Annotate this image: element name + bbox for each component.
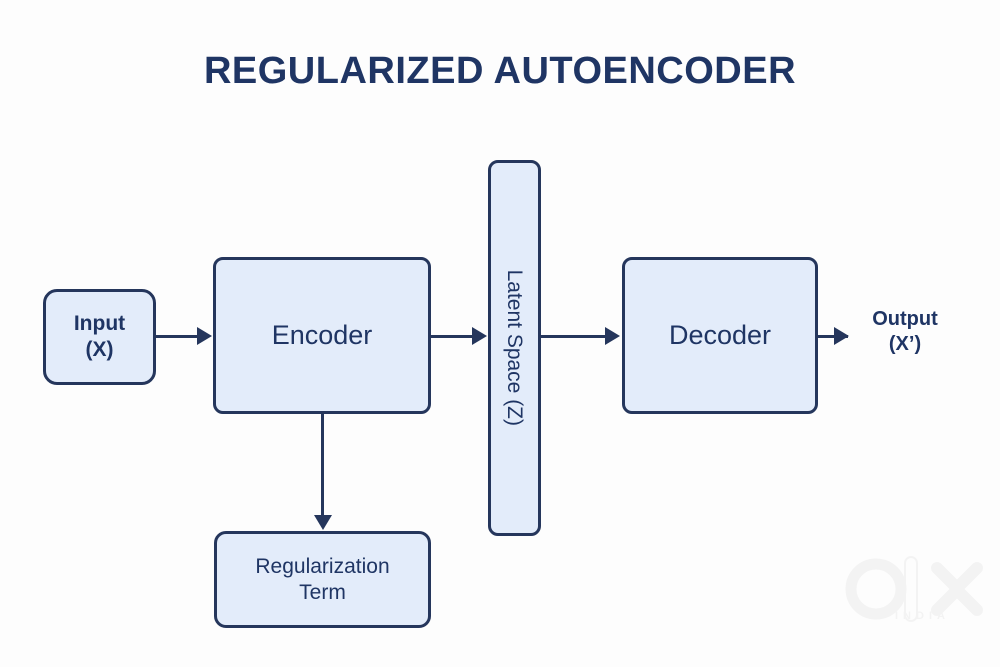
- arrow-right-icon: [834, 327, 849, 345]
- node-output-label: Output (X’): [850, 307, 960, 357]
- node-input-line1: Input: [73, 312, 126, 336]
- connector-line: [156, 335, 199, 338]
- arrow-right-icon: [605, 327, 620, 345]
- node-output-line1: Output: [872, 308, 938, 330]
- arrow-right-icon: [472, 327, 487, 345]
- arrow-down-icon: [314, 515, 332, 530]
- node-regularization-term-label: Regularization Term: [255, 554, 389, 605]
- olx-logo-icon: [845, 556, 983, 622]
- node-regularization-term-line1: Regularization: [255, 554, 390, 578]
- olx-watermark-sub: INDIA: [895, 610, 950, 622]
- node-input: Input (X): [43, 289, 156, 385]
- connector-line: [541, 335, 607, 338]
- connector-line: [321, 414, 324, 518]
- node-decoder: Decoder: [622, 257, 818, 414]
- olx-watermark: INDIA: [845, 552, 990, 652]
- node-latent-space-label: Latent Space (Z): [503, 269, 527, 427]
- connector-line: [431, 335, 474, 338]
- node-input-line2: (X): [85, 338, 114, 361]
- node-decoder-label: Decoder: [668, 320, 772, 351]
- node-encoder-label: Encoder: [271, 320, 373, 351]
- arrow-right-icon: [197, 327, 212, 345]
- node-output-line2: (X’): [888, 333, 922, 355]
- node-encoder: Encoder: [213, 257, 431, 414]
- node-latent-space: Latent Space (Z): [488, 160, 541, 536]
- connector-line: [818, 335, 848, 338]
- page-title: REGULARIZED AUTOENCODER: [203, 50, 797, 92]
- node-regularization-term-line2: Term: [299, 580, 346, 604]
- node-input-label: Input (X): [74, 311, 125, 362]
- node-regularization-term: Regularization Term: [214, 531, 431, 628]
